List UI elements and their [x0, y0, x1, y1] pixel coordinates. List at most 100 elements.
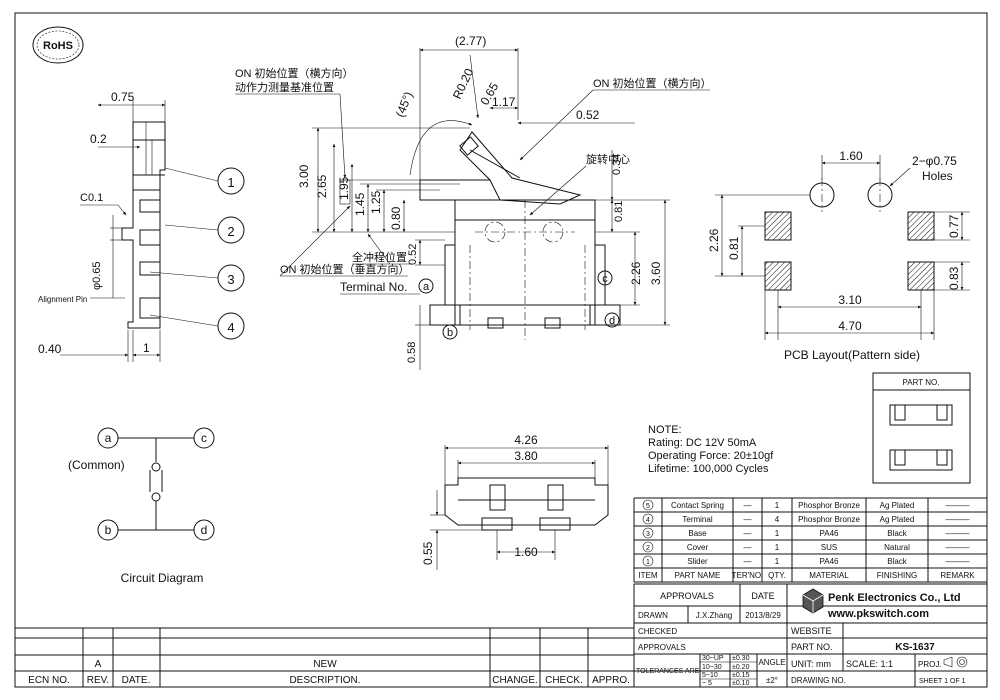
terminal-c-label: c	[602, 273, 608, 285]
pcb-pad	[907, 211, 935, 241]
bom-item-circle	[642, 541, 654, 553]
circuit-node-a-label: a	[105, 431, 112, 445]
dim-0-52-top: 0.52	[576, 108, 600, 122]
tb-proj: PROJ.	[918, 660, 942, 669]
tb-scale: SCALE: 1:1	[846, 659, 893, 669]
rev-value: A	[95, 659, 102, 670]
dim-3-00: 3.00	[297, 164, 311, 188]
tb-tol-r3b: ±0.10	[732, 680, 750, 687]
drawing-border	[14, 12, 988, 688]
dim-0-40: 0.40	[38, 342, 62, 356]
tb-part-no-label: PART NO.	[791, 642, 833, 652]
bom-cell-item: 1	[646, 559, 650, 566]
tb-drawn-date: 2013/8/29	[745, 611, 781, 620]
dim-1-95: 1.95	[337, 176, 351, 200]
front-view: (2.77) R0.20 0.65 1.17 0.52 (45°) 3.00 2…	[235, 34, 712, 370]
tb-tol-r1b: ±0.20	[732, 664, 750, 671]
bom-cell-tern: —	[744, 501, 752, 510]
bom-cell-material: PA46	[820, 557, 840, 566]
rev-h-ecn: ECN NO.	[28, 675, 70, 686]
circuit-caption: Circuit Diagram	[121, 571, 204, 585]
bom-cell-qty: 4	[775, 515, 780, 524]
dim-0-58: 0.58	[406, 342, 418, 363]
circuit-common-label: (Common)	[68, 458, 125, 472]
bom-header: REMARK	[940, 571, 975, 580]
tb-checked: CHECKED	[638, 627, 677, 636]
dim-0-2: 0.2	[90, 132, 107, 146]
dim-2-65: 2.65	[315, 174, 329, 198]
bom-cell-remark: ———	[946, 529, 970, 538]
bom-cell-name: Terminal	[682, 515, 712, 524]
terminal-c	[597, 270, 613, 286]
bom-cell-remark: ———	[946, 543, 970, 552]
bom-cell-remark: ———	[946, 515, 970, 524]
dim-1-17: 1.17	[492, 95, 516, 109]
bom-cell-qty: 1	[775, 543, 780, 552]
terminal-d-label: d	[609, 315, 615, 327]
on-lateral-label-1b: 动作力测量基准位置	[235, 80, 334, 94]
tb-tol-r0a: 30~UP	[702, 655, 724, 662]
bom-cell-tern: —	[744, 515, 752, 524]
bom-header: QTY.	[768, 571, 786, 580]
tb-sheet: SHEET 1 OF 1	[919, 678, 966, 685]
callout-4-label: 4	[227, 320, 234, 335]
bom-header: ITEM	[638, 571, 657, 580]
bom-cell-finishing: Black	[887, 529, 908, 538]
bom-item-circle	[642, 527, 654, 539]
rohs-label: RoHS	[43, 40, 73, 52]
projection-symbol	[943, 656, 968, 668]
tb-drawn: DRAWN	[638, 611, 668, 620]
callout-2	[217, 216, 245, 244]
terminal-a-label: a	[423, 281, 430, 293]
revision-table: A NEW ECN NO. REV. DATE. DESCRIPTION. CH…	[15, 627, 634, 687]
bom-cell-remark: ———	[946, 557, 970, 566]
rev-h-appro: APPRO.	[592, 675, 630, 686]
company-logo	[802, 588, 824, 614]
bom-item-circle	[642, 513, 654, 525]
dim-phi-0-65: φ0.65	[91, 261, 103, 290]
circuit-node-d-label: d	[201, 523, 208, 537]
bom-cell-item: 3	[646, 531, 650, 538]
bom-item-circle	[642, 499, 654, 511]
rev-h-rev: REV.	[87, 675, 109, 686]
terminal-no-label: Terminal No.	[340, 280, 407, 294]
pcb-dim-4-70: 4.70	[838, 319, 862, 333]
bom-cell-qty: 1	[775, 529, 780, 538]
bom-header: FINISHING	[877, 571, 917, 580]
bom-cell-name: Cover	[687, 543, 709, 552]
pcb-dim-0-83: 0.83	[947, 266, 961, 290]
tb-approvals: APPROVALS	[660, 591, 714, 601]
bom-cell-tern: —	[744, 529, 752, 538]
on-lateral-label-1: ON 初始位置（横方向）	[235, 66, 354, 80]
rev-h-desc: DESCRIPTION.	[289, 675, 360, 686]
pcb-dim-2-26: 2.26	[707, 228, 721, 252]
callout-1	[217, 167, 245, 195]
on-vertical-label: ON 初始位置（垂直方向）	[280, 262, 410, 276]
dim-1: 1	[143, 341, 150, 355]
circuit-diagram: a c b d (Common) Circuit Diagram	[68, 427, 215, 585]
callout-3	[217, 264, 245, 292]
dim-1-45: 1.45	[353, 192, 367, 216]
notes: NOTE: Rating: DC 12V 50mA Operating Forc…	[648, 424, 774, 475]
pcb-pad	[907, 261, 935, 291]
bom-header: TER'NO.	[732, 571, 764, 580]
bom-cell-material: Phosphor Bronze	[798, 501, 860, 510]
pcb-caption: PCB Layout(Pattern side)	[784, 348, 920, 362]
pcb-dim-0-81: 0.81	[727, 236, 741, 260]
rev-desc: NEW	[313, 659, 337, 670]
callout-4	[217, 312, 245, 340]
pcb-layout: 1.60 2−φ0.75 Holes 2.26 0.81 0.77 0.83 3…	[707, 149, 970, 362]
pcb-holes-label-a: 2−φ0.75	[912, 154, 957, 168]
bom-item-circle	[642, 555, 654, 567]
rotation-center-label: 旋转中心	[586, 152, 630, 166]
pcb-pad	[764, 261, 792, 291]
tb-drawn-by: J.X.Zhang	[696, 611, 732, 620]
circuit-node-b-label: b	[105, 523, 112, 537]
dim-45-deg: (45°)	[393, 90, 416, 119]
terminal-b-label: b	[447, 327, 453, 339]
bottom-dim-0-55: 0.55	[421, 541, 435, 565]
pcb-dim-0-77: 0.77	[947, 214, 961, 238]
bom-cell-material: Phosphor Bronze	[798, 515, 860, 524]
circuit-node-c-label: c	[201, 431, 207, 445]
